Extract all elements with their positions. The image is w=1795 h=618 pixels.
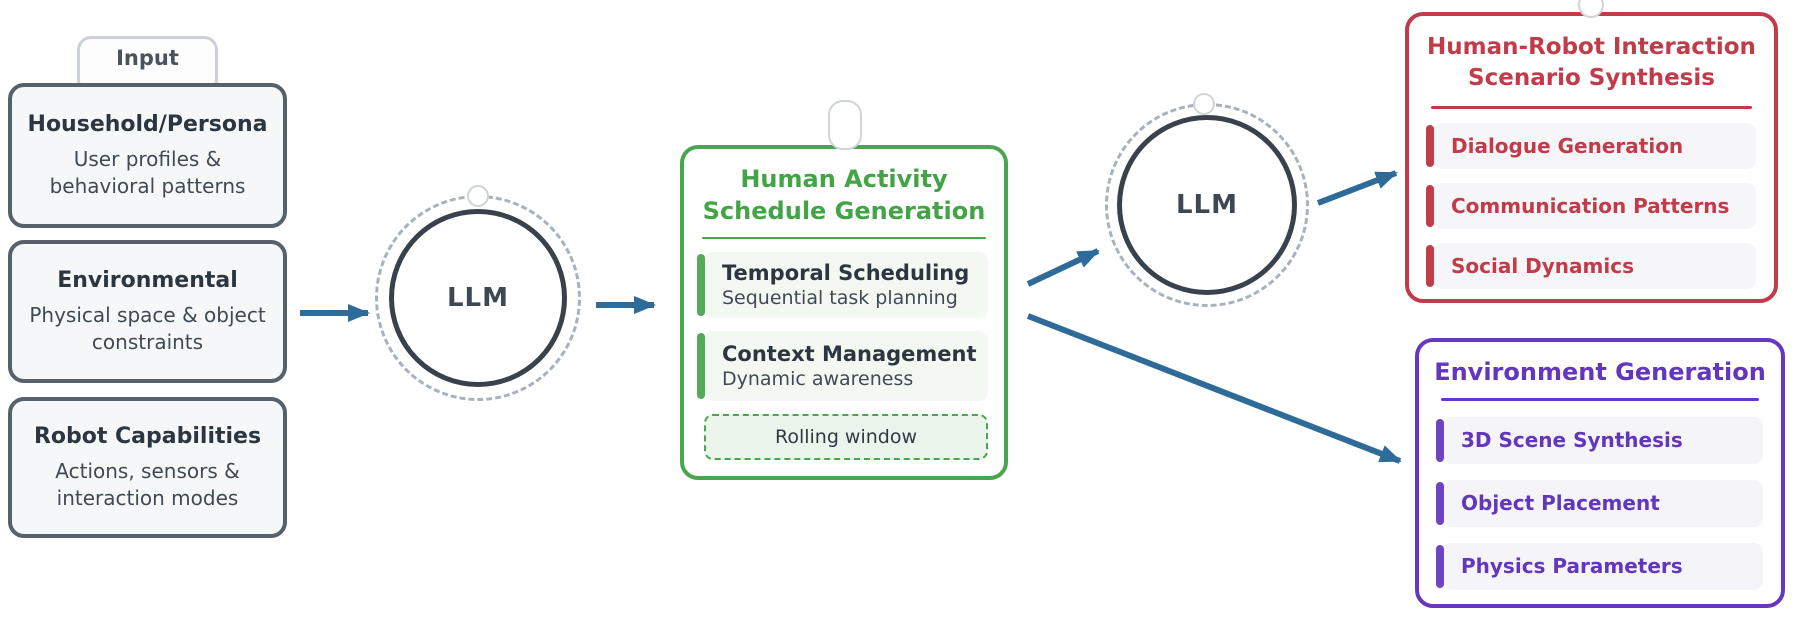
- hri-item-social-dynamics: Social Dynamics: [1426, 242, 1756, 289]
- environmental-title: Environmental: [57, 268, 238, 294]
- item-accent-bar: [1426, 244, 1434, 287]
- llm2-connector-clip: [1193, 93, 1215, 115]
- robot-capabilities-body: Actions, sensors & interaction modes: [55, 459, 240, 510]
- environment-title-divider: [1441, 398, 1759, 401]
- hri-item-communication-patterns: Communication Patterns: [1426, 182, 1756, 229]
- item-accent-bar: [697, 333, 705, 400]
- environment-item-object-placement: Object Placement: [1436, 479, 1763, 527]
- arrow-llm2-to-hri: [1316, 170, 1398, 206]
- schedule-item-temporal-scheduling: Temporal Scheduling Sequential task plan…: [697, 252, 988, 319]
- item-accent-bar: [1436, 418, 1444, 462]
- llm1-connector-clip: [467, 185, 489, 207]
- hri-panel-title: Human-Robot Interaction Scenario Synthes…: [1427, 34, 1756, 92]
- household-persona-title: Household/Persona: [27, 112, 268, 138]
- item-accent-bar: [1436, 544, 1444, 588]
- schedule-item-context-management: Context Management Dynamic awareness: [697, 331, 988, 402]
- hri-title-divider: [1431, 106, 1752, 109]
- item-accent-bar: [1426, 124, 1434, 167]
- arrow-schedule-to-environment: [1026, 313, 1402, 464]
- household-persona-body: User profiles & behavioral patterns: [49, 147, 246, 198]
- hri-item-dialogue-generation: Dialogue Generation: [1426, 122, 1756, 169]
- environmental-body: Physical space & object constraints: [29, 303, 266, 354]
- schedule-generation-panel: Human Activity Schedule Generation Tempo…: [680, 145, 1008, 480]
- schedule-panel-title: Human Activity Schedule Generation: [702, 165, 986, 226]
- item-accent-bar: [697, 254, 705, 317]
- input-box-environmental: Environmental Physical space & object co…: [8, 240, 287, 383]
- environment-generation-panel: Environment Generation 3D Scene Synthesi…: [1415, 338, 1785, 608]
- item-accent-bar: [1426, 184, 1434, 227]
- schedule-title-divider: [702, 236, 986, 240]
- schedule-connector-clip: [828, 100, 862, 150]
- input-group-label: Input: [116, 46, 179, 70]
- llm1-node: LLM: [389, 209, 567, 387]
- item-accent-bar: [1436, 481, 1444, 525]
- input-box-household-persona: Household/Persona User profiles & behavi…: [8, 83, 287, 228]
- input-box-robot-capabilities: Robot Capabilities Actions, sensors & in…: [8, 397, 287, 538]
- llm2-node: LLM: [1117, 115, 1297, 295]
- environment-panel-title: Environment Generation: [1434, 358, 1766, 386]
- arrow-schedule-to-llm2: [1026, 248, 1100, 287]
- hri-scenario-panel: Human-Robot Interaction Scenario Synthes…: [1405, 12, 1778, 303]
- llm1-label: LLM: [446, 283, 509, 313]
- robot-capabilities-title: Robot Capabilities: [33, 424, 262, 450]
- environment-item-3d-scene-synthesis: 3D Scene Synthesis: [1436, 416, 1763, 464]
- hri-connector-clip: [1578, 0, 1604, 18]
- rolling-window-note: Rolling window: [704, 414, 988, 461]
- environment-item-physics-parameters: Physics Parameters: [1436, 542, 1763, 590]
- llm2-label: LLM: [1175, 190, 1238, 220]
